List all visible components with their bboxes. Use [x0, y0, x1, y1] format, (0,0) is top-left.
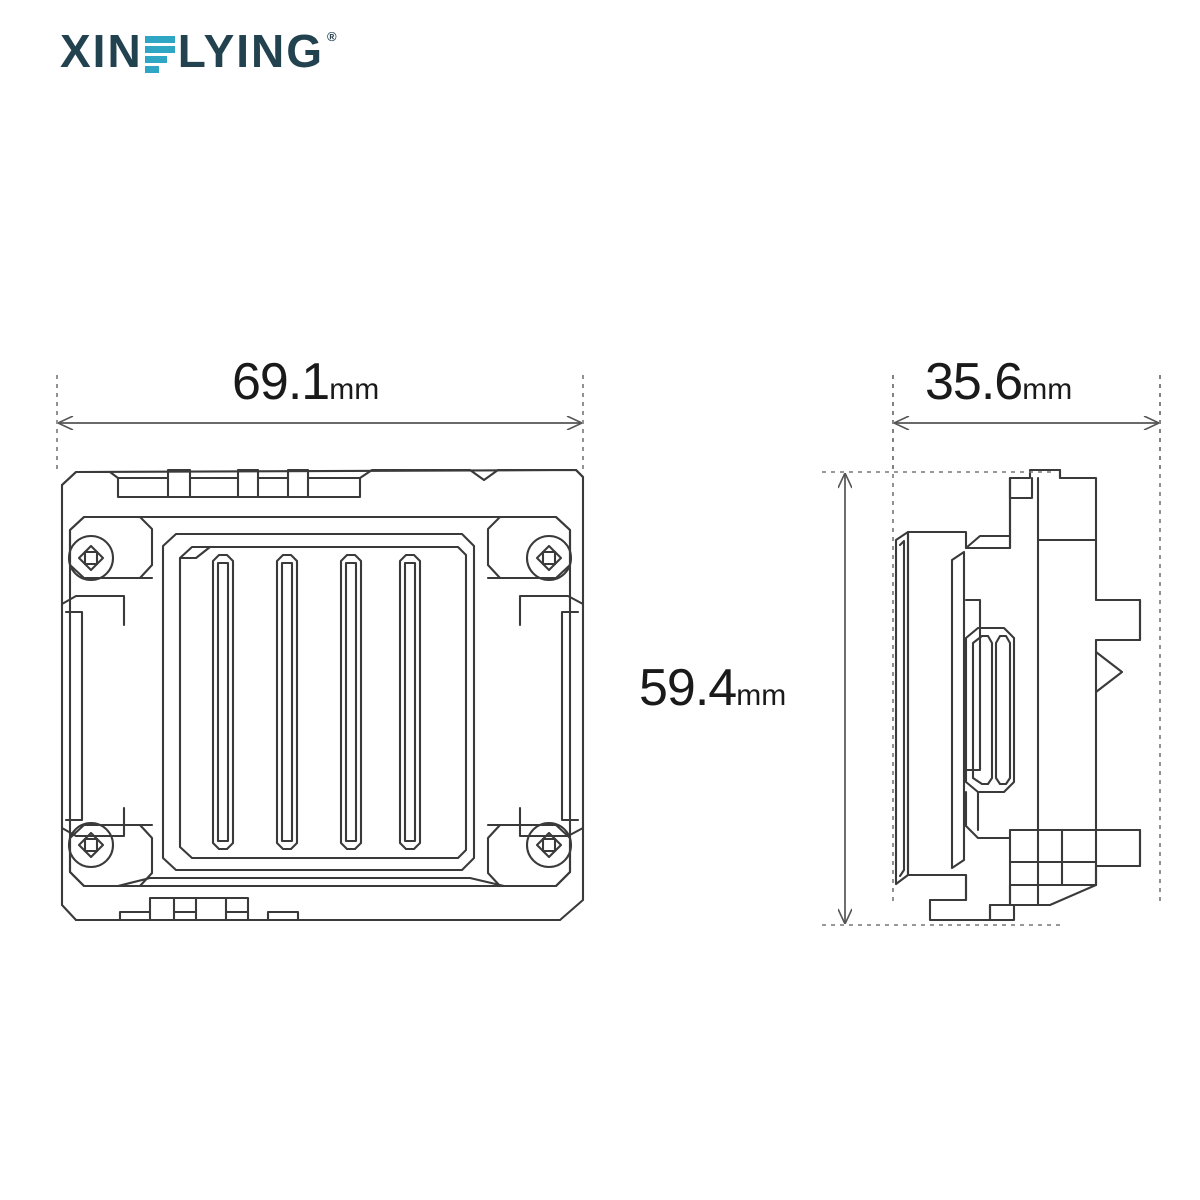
bottom-mounting-tab [74, 896, 562, 922]
left-side-slot-inner [60, 594, 126, 838]
dimension-label-width: 69.1mm [232, 356, 379, 408]
side-mount-step-upper [1094, 598, 1142, 642]
top-mounting-tab [60, 468, 585, 499]
screw-bottom-left [67, 821, 154, 888]
nozzle-plate-outer [161, 532, 476, 872]
brand-name-part1: XIN [60, 25, 143, 77]
dimension-unit-depth: mm [1022, 373, 1073, 406]
brand-wordmark: XIN LYING [60, 28, 324, 74]
side-skirt-curve [964, 790, 1012, 840]
dimension-unit-height: mm [736, 679, 787, 712]
dimension-extension-lines [56, 375, 1161, 926]
dimension-unit-width: mm [329, 373, 380, 406]
side-nozzle-plate-inner [898, 539, 906, 878]
side-step-middle [964, 534, 1012, 550]
nozzle-slot-4 [398, 553, 422, 851]
right-side-slot-inner [518, 594, 585, 838]
side-alignment-tab [1094, 650, 1124, 694]
screw-bottom-right [486, 821, 573, 888]
nozzle-plate-inner [178, 545, 468, 860]
side-lower-skirt [928, 873, 968, 902]
side-chassis-recess [950, 550, 966, 870]
nozzle-plate-notch [178, 545, 212, 560]
side-body-block [906, 468, 1142, 922]
front-view-drawing [60, 468, 585, 922]
side-view-drawing [894, 468, 1142, 922]
registered-trademark-icon: ® [327, 29, 337, 44]
nozzle-slot-2 [275, 553, 299, 851]
side-mount-step-lower [1094, 828, 1142, 868]
nozzle-slot-3 [339, 553, 363, 851]
screw-top-left [67, 515, 154, 582]
side-top-cap [1008, 468, 1062, 550]
left-side-slot [64, 610, 84, 822]
stylized-f-icon [144, 36, 175, 73]
side-nozzle-plate [894, 530, 910, 886]
dimension-label-depth: 35.6mm [925, 356, 1072, 408]
dimension-value-height: 59.4 [639, 659, 737, 717]
dimension-value-depth: 35.6 [925, 353, 1023, 411]
side-bottom-block [988, 828, 1098, 922]
dimension-value-width: 69.1 [232, 353, 330, 411]
nozzle-slot-1 [211, 553, 235, 851]
side-connector-slots [964, 626, 1016, 794]
screw-top-right [486, 515, 573, 582]
bottom-bevel [116, 876, 506, 888]
right-side-slot [560, 610, 580, 822]
side-top-flange [1008, 476, 1034, 500]
brand-name-part2: LYING [177, 25, 325, 77]
dimension-label-height: 59.4mm [639, 662, 786, 714]
body-outline [60, 468, 585, 922]
brand-logo: XIN LYING ® [60, 28, 337, 84]
